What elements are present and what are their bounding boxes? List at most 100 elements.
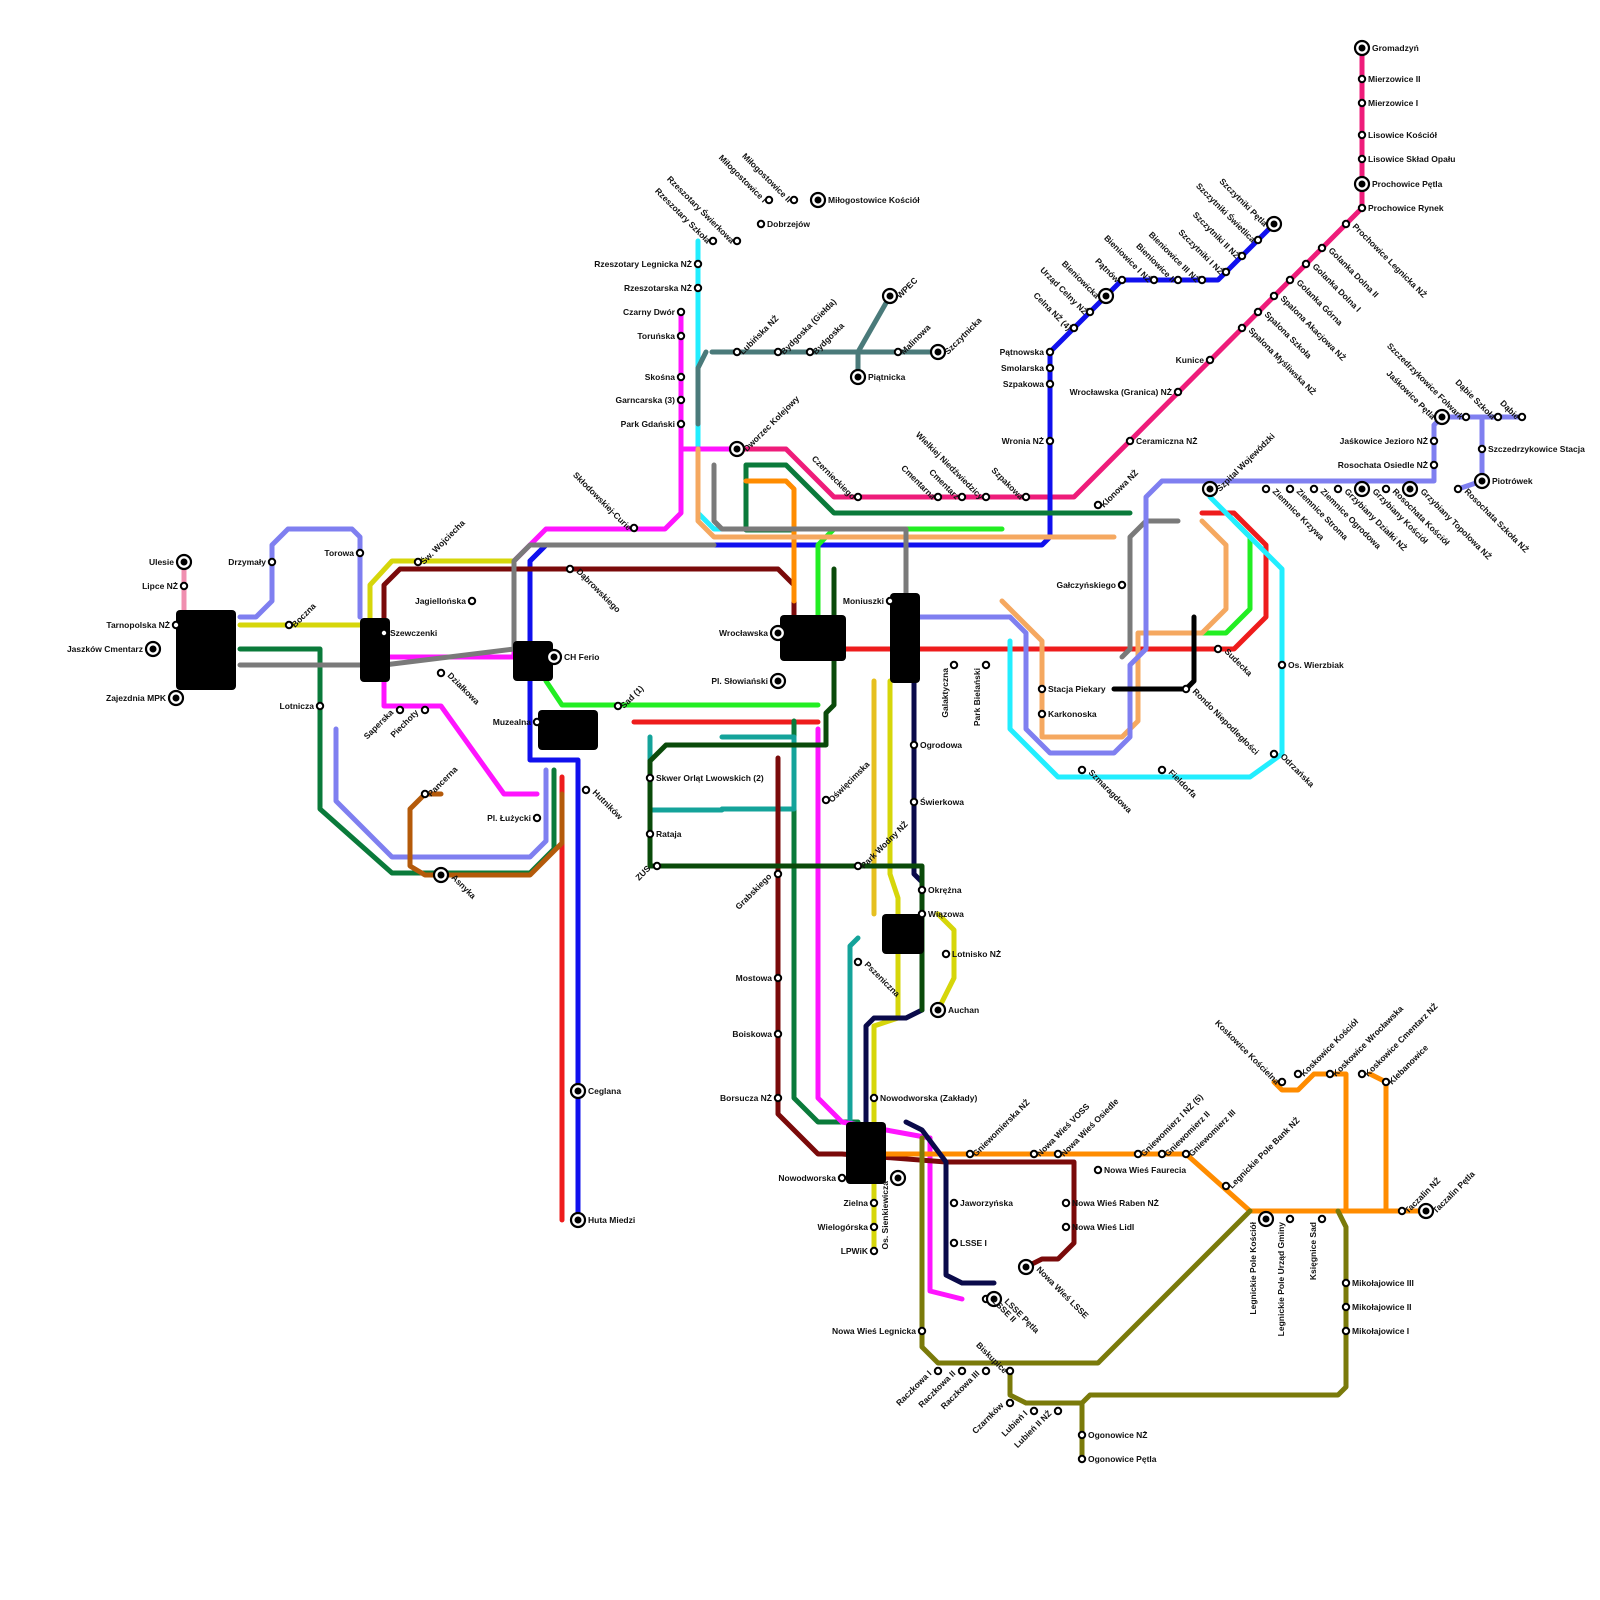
station-fieldorfa[interactable] [1157,765,1167,775]
station-gniewomierz2[interactable] [1157,1149,1167,1159]
station-grzybianytopolowa[interactable] [1401,480,1419,498]
station-szczytniki2[interactable] [1237,251,1247,261]
station-klebanowice[interactable] [1381,1077,1391,1087]
station-dobrzejow[interactable] [756,219,766,229]
station-ogonowicenz[interactable] [1077,1430,1087,1440]
station-ziemnicestroma[interactable] [1285,484,1295,494]
station-muzealna[interactable] [532,717,542,727]
station-ulesie[interactable] [175,553,193,571]
station-szpakowa2[interactable] [1045,379,1055,389]
station-boiskowa[interactable] [773,1029,783,1039]
interchange-hub[interactable] [176,610,236,690]
station-szpital[interactable] [1201,480,1219,498]
station-szmaragdowa[interactable] [1077,765,1087,775]
station-hutamiedzi[interactable] [569,1211,587,1229]
station-bienowice2[interactable] [1173,275,1183,285]
station-biskupice[interactable] [1005,1366,1015,1376]
station-taczalinpetla[interactable] [1417,1202,1435,1220]
station-rzeszotarylegnicka[interactable] [693,259,703,269]
station-galaktyczna[interactable] [949,660,959,670]
station-drzymaly[interactable] [267,557,277,567]
station-bieniowicka[interactable] [1097,287,1115,305]
station-lssepetla[interactable] [985,1290,1003,1308]
station-cmentarz[interactable] [957,492,967,502]
station-golankadolna2[interactable] [1317,243,1327,253]
station-milogostowicekosciol[interactable] [809,191,827,209]
station-legnickiepoleurzad[interactable] [1285,1214,1295,1224]
station-czarnkow[interactable] [1005,1398,1015,1408]
station-dabie[interactable] [1517,412,1527,422]
station-lubien2[interactable] [1053,1406,1063,1416]
station-jaworzynska[interactable] [949,1198,959,1208]
station-szczytnikipetla[interactable] [1265,215,1283,233]
station-zajezdnia[interactable] [167,689,185,707]
station-jaskowicejezioro[interactable] [1429,436,1439,446]
station-smolarska[interactable] [1045,363,1055,373]
interchange-hub[interactable] [780,615,846,661]
station-zielna[interactable] [869,1198,879,1208]
station-nowawiesraben[interactable] [1061,1198,1071,1208]
station-saperska[interactable] [395,705,405,715]
station-parkwodny[interactable] [853,861,863,871]
station-spalonaszkola[interactable] [1253,307,1263,317]
station-dworzec[interactable] [728,440,746,458]
station-sad[interactable] [613,701,623,711]
station-kunice[interactable] [1205,355,1215,365]
station-wronia[interactable] [1045,436,1055,446]
station-tarnopolska[interactable] [171,620,181,630]
station-szczedrzykowicestacja[interactable] [1477,444,1487,454]
station-gromadzyn[interactable] [1353,39,1371,57]
station-oswiecimska[interactable] [821,795,831,805]
station-lotnicza[interactable] [315,701,325,711]
station-szczytniki1[interactable] [1221,267,1231,277]
station-lubien1[interactable] [1029,1406,1039,1416]
station-grabskiego[interactable] [773,869,783,879]
station-bienowice1[interactable] [1149,275,1159,285]
station-parkbielanski[interactable] [981,660,991,670]
station-hutnikow[interactable] [581,785,591,795]
station-mikolajowice1[interactable] [1341,1326,1351,1336]
station-karkonoska[interactable] [1037,709,1047,719]
station-markers[interactable] [144,39,1527,1464]
station-oswierbiak[interactable] [1277,660,1287,670]
station-okrezna[interactable] [917,885,927,895]
station-pllużycki[interactable] [532,813,542,823]
station-rzeszotarska[interactable] [693,283,703,293]
station-spalonaakacjowa[interactable] [1269,291,1279,301]
station-raczkowa2[interactable] [957,1366,967,1376]
station-piotrowek[interactable] [1473,472,1491,490]
station-koskowicewroclawska[interactable] [1325,1069,1335,1079]
station-bydgoskagielda[interactable] [773,347,783,357]
interchange-hub[interactable] [882,914,924,954]
station-galczynskiego[interactable] [1117,580,1127,590]
station-wpec[interactable] [881,287,899,305]
station-taczalinnz[interactable] [1397,1206,1407,1216]
interchange-hub[interactable] [538,710,598,750]
station-nowawiesfaurecia[interactable] [1093,1165,1103,1175]
station-golankagorna[interactable] [1285,275,1295,285]
station-raczkowa3[interactable] [981,1366,991,1376]
station-czernieckiego[interactable] [853,492,863,502]
station-wiazowa[interactable] [917,909,927,919]
station-mierzowice2[interactable] [1357,74,1367,84]
station-rondo[interactable] [1181,684,1191,694]
station-czarnydwor[interactable] [676,307,686,317]
station-borsucza[interactable] [773,1093,783,1103]
interchange-hub[interactable] [360,618,390,682]
station-mierzowice1[interactable] [1357,98,1367,108]
station-wroclawskagranica[interactable] [1173,387,1183,397]
station-ceglana[interactable] [569,1082,587,1100]
station-dzialkowa[interactable] [436,668,446,678]
station-nowodworska[interactable] [837,1173,847,1183]
station-wojciecha[interactable] [413,557,423,567]
station-lisowicesklad[interactable] [1357,154,1367,164]
station-lpwik[interactable] [869,1246,879,1256]
station-patnow[interactable] [1117,275,1127,285]
station-sklodowskiej[interactable] [629,523,639,533]
station-grzybianydzialki[interactable] [1333,484,1343,494]
station-wielogorska[interactable] [869,1222,879,1232]
station-nowodworskazaklady[interactable] [869,1093,879,1103]
station-legnickiepolekosciol[interactable] [1257,1210,1275,1228]
station-zus[interactable] [652,861,662,871]
station-sudecka[interactable] [1213,644,1223,654]
